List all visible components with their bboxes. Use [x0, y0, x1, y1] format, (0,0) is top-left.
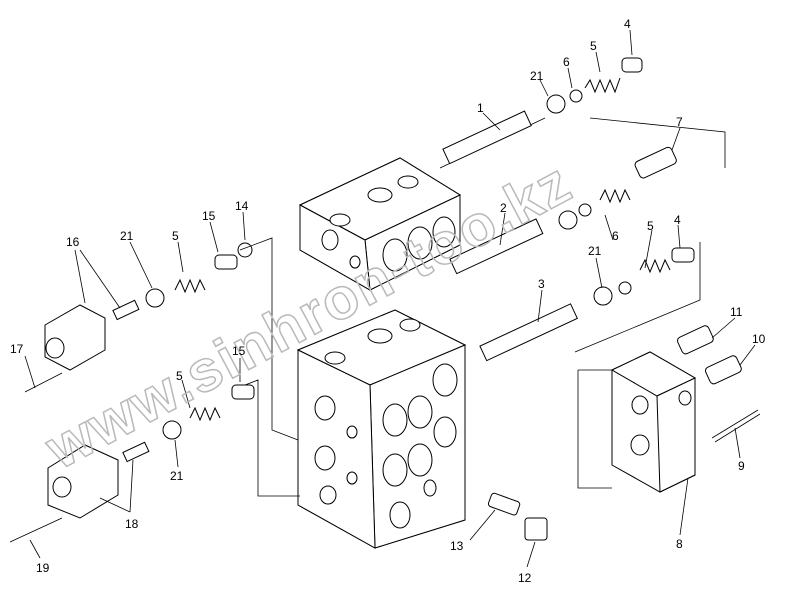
label-part-6b: 6: [612, 229, 619, 243]
end-cap-block: [577, 351, 697, 493]
label-part-15a: 15: [202, 209, 216, 223]
spool-1: [439, 110, 546, 169]
label-part-5b: 5: [647, 219, 654, 233]
label-part-4a: 4: [624, 17, 631, 31]
label-part-13: 13: [450, 539, 464, 553]
fitting-13: [487, 492, 521, 516]
label-part-21a: 21: [530, 69, 544, 83]
label-part-4b: 4: [674, 213, 681, 227]
label-part-3: 3: [538, 277, 545, 291]
spool-2: [449, 218, 544, 275]
leader-lines: [24, 29, 756, 568]
label-part-2: 2: [500, 201, 507, 215]
spring-set-low: [593, 247, 695, 306]
label-part-16: 16: [66, 235, 80, 249]
label-part-6a: 6: [563, 55, 570, 69]
label-part-11: 11: [730, 305, 743, 319]
label-part-15b: 15: [232, 344, 246, 358]
spool-3: [479, 303, 578, 362]
spring-left-upper: [145, 242, 253, 308]
label-part-21c: 21: [588, 244, 602, 258]
label-part-21b: 21: [120, 229, 134, 243]
spring-set-top: [546, 57, 643, 114]
valve-11: [677, 325, 714, 355]
label-part-14: 14: [235, 199, 249, 213]
spring-left-lower: [162, 384, 255, 440]
label-part-1: 1: [477, 101, 484, 115]
label-part-5a: 5: [590, 39, 597, 53]
label-part-17: 17: [10, 342, 24, 356]
label-part-5d: 5: [176, 369, 183, 383]
plug-12: [524, 517, 548, 541]
label-part-9: 9: [738, 459, 745, 473]
label-part-8: 8: [676, 537, 683, 551]
label-part-18: 18: [125, 517, 139, 531]
cover-cap-18: [9, 441, 150, 543]
spring-set-mid: [558, 146, 677, 230]
bolt-9: [711, 409, 761, 443]
label-part-12: 12: [518, 571, 532, 585]
label-part-10: 10: [752, 332, 766, 346]
part-labels: 1 2 3 4 4 5 5 5 5 6 6 7 8 9 10 11 12 13 …: [10, 17, 766, 585]
label-part-19: 19: [36, 561, 50, 575]
cover-cap-16: [24, 299, 140, 393]
valve-10: [705, 355, 742, 385]
lower-valve-block: [296, 309, 467, 549]
label-part-21d: 21: [170, 469, 184, 483]
label-part-5c: 5: [172, 229, 179, 243]
label-part-7: 7: [676, 115, 683, 129]
upper-valve-block: [298, 157, 462, 291]
